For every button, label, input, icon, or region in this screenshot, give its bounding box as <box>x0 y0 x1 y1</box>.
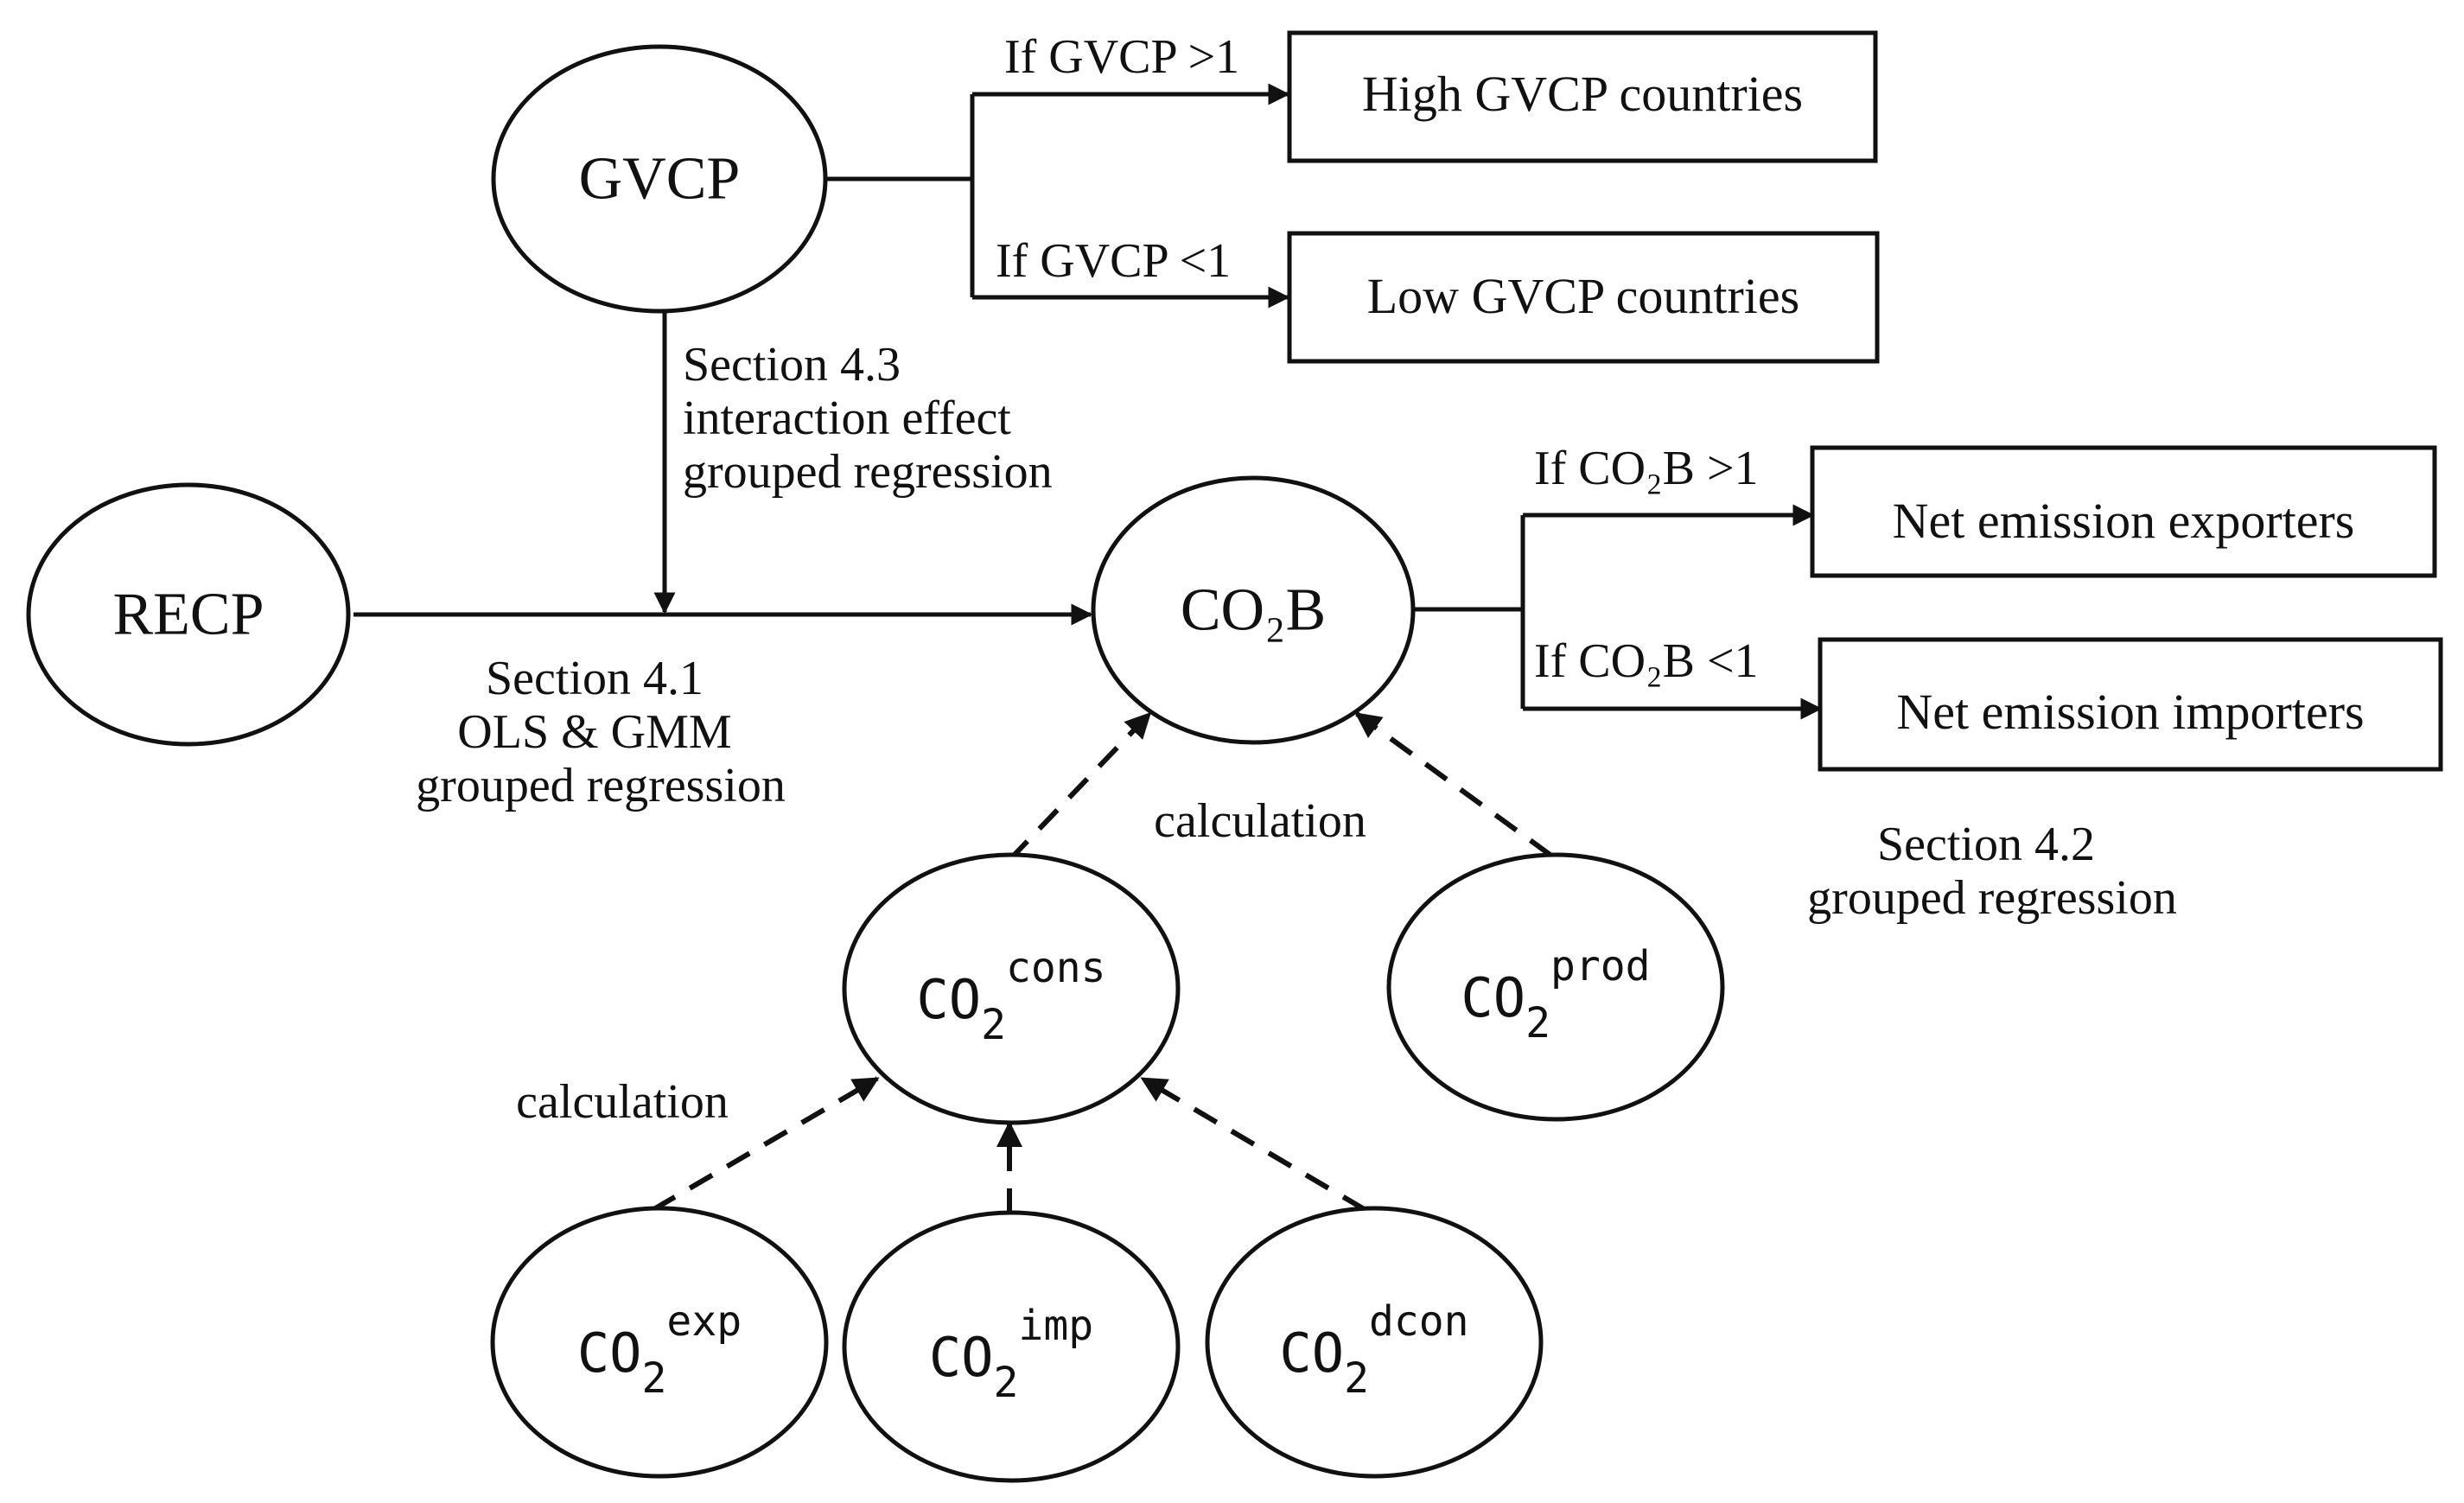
condition-co2b-greater: If CO₂B >1 <box>1534 442 1759 495</box>
box-net-importers: Net emission importers <box>1818 637 2443 772</box>
dashed-arrow-dcon-to-cons <box>1140 1076 1367 1213</box>
node-recp: RECP <box>26 482 351 747</box>
condition-gvcp-greater: If GVCP >1 <box>1004 30 1239 84</box>
dashed-arrow-prod-to-co2b <box>1354 711 1553 858</box>
co2-imp-subscript: 2 <box>994 1359 1019 1407</box>
co2-cons-base: CO <box>916 968 981 1031</box>
box-high-gvcp-label: High GVCP countries <box>1362 66 1803 122</box>
section-4-3-line-3: grouped regression <box>683 445 1053 499</box>
node-gvcp-label: GVCP <box>579 146 741 213</box>
node-recp-label: RECP <box>112 582 264 648</box>
node-co2-dcon: CO2dcon <box>1205 1206 1544 1479</box>
section-4-2-title: Section 4.2 <box>1877 818 2095 871</box>
annotation-calculation-upper: calculation <box>1154 794 1366 848</box>
annotation-section-4-1: Section 4.1 OLS & GMM grouped regression <box>416 652 786 812</box>
section-4-3-title: Section 4.3 <box>683 338 901 392</box>
co2-imp-superscript: imp <box>1018 1302 1093 1350</box>
node-co2-dcon-label: CO2dcon <box>1279 1297 1468 1403</box>
node-co2-exp: CO2 exp <box>490 1206 829 1479</box>
condition-co2b-less: If CO₂B <1 <box>1534 634 1759 688</box>
node-co2b-label: CO₂B <box>1181 577 1326 644</box>
annotation-section-4-3: Section 4.3 interaction effect grouped r… <box>683 338 1053 499</box>
co2-cons-superscript: cons <box>1006 944 1106 992</box>
dashed-arrow-exp-to-cons <box>651 1076 880 1213</box>
annotation-section-4-2: Section 4.2 grouped regression <box>1807 818 2177 925</box>
box-net-exporters-label: Net emission exporters <box>1893 493 2355 549</box>
co2-exp-superscript: exp <box>666 1297 742 1346</box>
box-net-exporters: Net emission exporters <box>1810 445 2437 578</box>
node-gvcp: GVCP <box>491 44 828 314</box>
co2-imp-base: CO <box>929 1326 994 1389</box>
node-co2-prod-label: CO2prod <box>1461 942 1650 1048</box>
condition-gvcp-less: If GVCP <1 <box>996 234 1231 288</box>
section-4-1-line-2: OLS & GMM <box>457 705 731 759</box>
box-high-gvcp: High GVCP countries <box>1287 30 1878 163</box>
node-co2-imp-label: CO2 imp <box>929 1302 1093 1407</box>
node-co2-cons-label: CO2cons <box>916 944 1105 1049</box>
co2-exp-subscript: 2 <box>642 1354 667 1403</box>
node-co2-cons: CO2cons <box>842 852 1181 1125</box>
co2-dcon-superscript: dcon <box>1369 1297 1469 1346</box>
section-4-1-title: Section 4.1 <box>486 652 704 705</box>
section-4-3-line-2: interaction effect <box>683 392 1011 445</box>
node-co2-imp: CO2 imp <box>842 1210 1181 1483</box>
co2-dcon-base: CO <box>1279 1321 1344 1385</box>
co2-prod-superscript: prod <box>1550 942 1651 990</box>
node-co2-prod: CO2prod <box>1386 852 1725 1122</box>
co2-exp-base: CO <box>577 1321 642 1385</box>
box-net-importers-label: Net emission importers <box>1896 684 2364 740</box>
box-low-gvcp-label: Low GVCP countries <box>1367 268 1799 324</box>
co2-prod-subscript: 2 <box>1525 999 1550 1048</box>
node-co2b: CO₂B <box>1091 475 1416 745</box>
co2-cons-subscript: 2 <box>981 1001 1006 1049</box>
section-4-1-line-3: grouped regression <box>416 759 786 812</box>
box-low-gvcp: Low GVCP countries <box>1287 231 1880 364</box>
co2-prod-base: CO <box>1461 966 1525 1029</box>
node-co2-exp-label: CO2 exp <box>577 1297 742 1403</box>
co2-dcon-subscript: 2 <box>1344 1354 1369 1403</box>
section-4-2-line-2: grouped regression <box>1807 871 2177 925</box>
annotation-calculation-lower: calculation <box>516 1075 729 1129</box>
dashed-arrow-cons-to-co2b <box>1007 711 1152 863</box>
